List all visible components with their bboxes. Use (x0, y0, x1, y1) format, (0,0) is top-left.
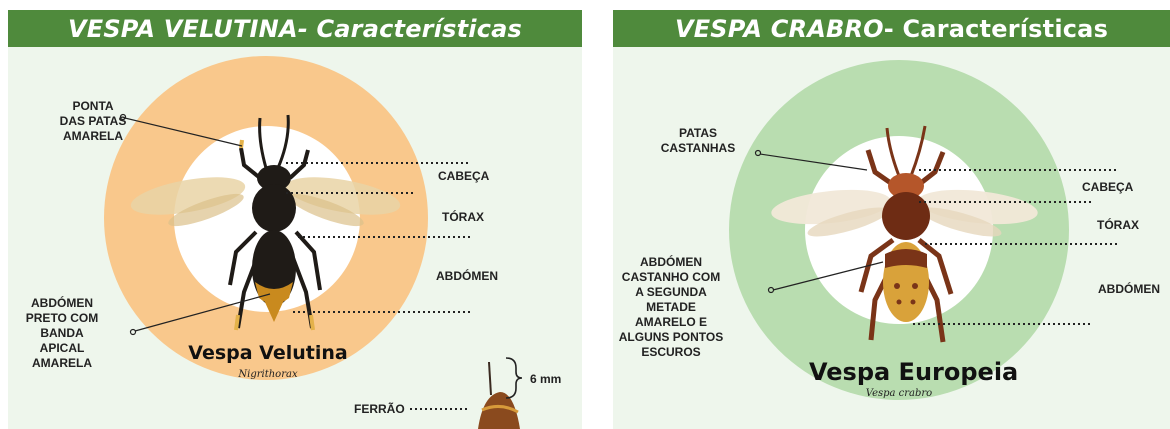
velutina-abdomen-pointer-line (134, 293, 271, 332)
velutina-abdomen-pointer-dot (129, 328, 137, 336)
velutina-abdomen-tip (264, 300, 284, 322)
crabro-antenna-right (909, 125, 927, 177)
velutina-legs-pointer-line (124, 117, 243, 147)
crabro-abdomen-pointer-dot (767, 286, 775, 294)
velutina-size-label: 6 mm (530, 372, 562, 386)
velutina-leg-mid-right (294, 230, 322, 291)
crabro-panel: VESPA CRABRO - Características PATAS CAS… (613, 0, 1170, 429)
velutina-abdomen-label: ABDÓMEN (436, 269, 498, 283)
crabro-thorax-label: TÓRAX (1097, 218, 1139, 232)
velutina-abdomen-desc-label: ABDÓMEN PRETO COM BANDA APICAL AMARELA (25, 296, 99, 370)
velutina-panel: VESPA VELUTINA - Características PONTA D… (8, 0, 582, 429)
crabro-leg-front-right (915, 151, 946, 188)
velutina-abdomen-band (255, 282, 293, 304)
velutina-sting-band (481, 405, 519, 414)
crabro-head-label: CABEÇA (1082, 180, 1134, 194)
velutina-leg-mid-left (228, 230, 258, 286)
crabro-legs-pointer-dot (754, 149, 762, 157)
velutina-leg-hind-right-tip (309, 314, 315, 331)
velutina-legs-label: PONTA DAS PATAS AMARELA (59, 99, 127, 143)
crabro-species-sci: Vespa crabro (865, 388, 933, 399)
crabro-abdomen-dark-band (885, 249, 927, 268)
velutina-leg-front-left-tip (239, 139, 244, 149)
crabro-abdomen-spot-4 (910, 299, 916, 305)
velutina-size-bracket (505, 357, 523, 399)
crabro-head (888, 173, 924, 199)
crabro-leg-front-left (865, 149, 897, 189)
crabro-right-hindwing (920, 207, 1002, 237)
crabro-thorax (882, 192, 930, 240)
velutina-right-hindwing (288, 193, 364, 227)
velutina-leg-front-left (239, 147, 262, 180)
velutina-species-sci: Nigrithorax (238, 369, 298, 380)
velutina-antenna-left (258, 117, 268, 169)
crabro-abdomen-spot-2 (912, 283, 918, 289)
crabro-abdomen-spot-3 (896, 299, 902, 305)
velutina-sting-closeup (478, 392, 520, 429)
crabro-title-rest: - Características (883, 14, 1109, 43)
crabro-title-species: VESPA CRABRO (674, 14, 884, 43)
velutina-sting-label: FERRÃO (354, 402, 405, 416)
velutina-species-name: Vespa Velutina (188, 342, 348, 364)
velutina-left-hindwing (168, 193, 244, 227)
crabro-legs-label: PATAS CASTANHAS (660, 126, 736, 155)
crabro-title-bar: VESPA CRABRO - Características (613, 10, 1170, 47)
velutina-title-bar: VESPA VELUTINA - Características (8, 10, 582, 47)
crabro-illustration (754, 125, 1118, 343)
velutina-thorax (252, 184, 296, 232)
velutina-antenna-right (276, 114, 290, 169)
crabro-abdomen-label: ABDÓMEN (1098, 282, 1160, 296)
velutina-leg-front-right (288, 149, 310, 180)
crabro-species-name: Vespa Europeia (809, 358, 1019, 386)
velutina-illustration (119, 113, 523, 429)
velutina-head (257, 165, 291, 191)
crabro-leg-mid-right (917, 238, 954, 295)
crabro-abdomen-pointer-line (772, 261, 884, 291)
velutina-title-rest: - Características (297, 14, 523, 43)
velutina-title-species: VESPA VELUTINA (67, 14, 298, 43)
velutina-thorax-label: TÓRAX (442, 210, 484, 224)
crabro-antenna-left (885, 127, 901, 177)
velutina-head-label: CABEÇA (438, 169, 490, 183)
velutina-leg-hind-left-tip (234, 314, 240, 331)
crabro-abdomen-spot-1 (894, 283, 900, 289)
crabro-legs-pointer-line (759, 153, 868, 171)
crabro-left-hindwing (807, 207, 889, 237)
crabro-abdomen-desc-label: ABDÓMEN CASTANHO COM A SEGUNDA METADE AM… (618, 255, 724, 359)
velutina-sting-needle (488, 361, 492, 396)
velutina-legs-pointer-dot (119, 113, 127, 121)
crabro-leg-mid-left (858, 237, 895, 293)
